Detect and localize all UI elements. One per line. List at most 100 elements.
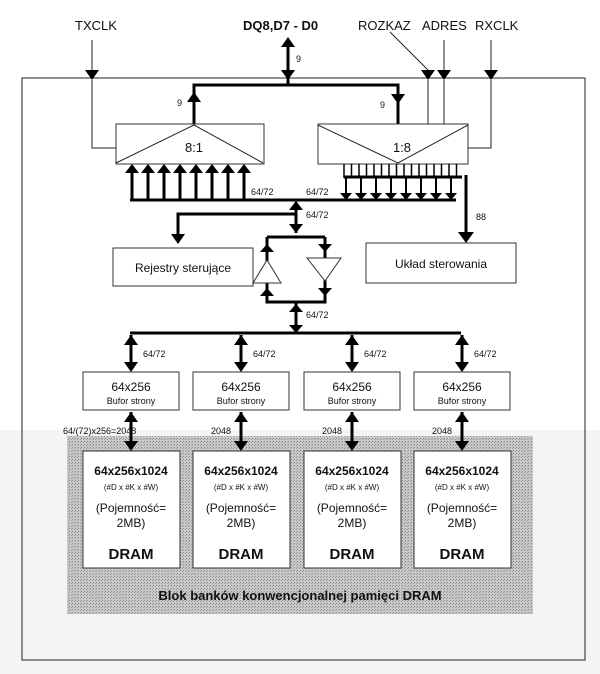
dram-capacity-value: 2MB)	[338, 516, 367, 530]
mux-8-1: 8:1	[115, 123, 265, 165]
lower-bus-label: 64/72	[306, 310, 329, 320]
demux-width-label: 9	[380, 100, 385, 110]
buffer-down-arrow-icon	[124, 362, 138, 372]
signal-txclk: TXCLK	[75, 18, 117, 33]
demux-output-arrow-icon	[385, 193, 397, 200]
demux-output-arrow-icon	[415, 193, 427, 200]
link-down-arrow-icon	[124, 441, 138, 451]
demux-output-arrow-icon	[355, 193, 367, 200]
buffer-up-arrow-icon	[124, 335, 138, 345]
registers-bus	[176, 212, 296, 240]
page-buffer-size: 64x256	[221, 380, 261, 394]
buffer-up-arrow-icon	[455, 335, 469, 345]
link-up-arrow-icon	[455, 412, 469, 422]
mux-input-lines	[125, 164, 251, 200]
mux-input-arrow-icon	[237, 164, 251, 173]
buffer-up-arrow-icon	[234, 335, 248, 345]
dram-organization: 64x256x1024	[94, 464, 168, 478]
mux-input-arrow-icon	[205, 164, 219, 173]
txclk-wire	[91, 80, 116, 149]
lower-bus-down-arrow-icon	[289, 325, 303, 333]
page-buffer-name: Bufor strony	[328, 396, 377, 406]
tx-arrow-bottom-icon	[260, 288, 274, 296]
link-up-arrow-icon	[345, 412, 359, 422]
link-down-arrow-icon	[455, 441, 469, 451]
tx-arrow-top-icon	[260, 244, 274, 252]
demux-in-arrow-icon	[391, 94, 405, 104]
page-buffer	[303, 371, 401, 411]
registers-arrow-icon	[171, 234, 185, 244]
demux-output-lines	[340, 164, 462, 200]
controller-label: Układ sterowania	[395, 257, 487, 271]
buffer-down-arrow-icon	[345, 362, 359, 372]
control-arrow-icon	[458, 232, 474, 243]
link-width-label: 2048	[322, 426, 342, 436]
link-width-label: 2048	[211, 426, 231, 436]
mux-width-label: 9	[177, 98, 182, 108]
mux-input-arrow-icon	[125, 164, 139, 173]
dram-capacity-label: (Pojemność=	[427, 501, 497, 515]
dq-up-arrow-icon	[281, 37, 295, 47]
buffer-down-arrow-icon	[455, 362, 469, 372]
demux-output-arrow-icon	[445, 193, 457, 200]
page-buffer-size: 64x256	[332, 380, 372, 394]
page-buffer	[192, 371, 290, 411]
link-width-label: 2048	[432, 426, 452, 436]
control-width-label: 88	[476, 212, 486, 222]
dram-dimensions: (#D x #K x #W)	[435, 483, 490, 492]
registers-block	[112, 247, 254, 287]
mux-input-arrow-icon	[157, 164, 171, 173]
link-up-arrow-icon	[234, 412, 248, 422]
mux-input-arrow-icon	[221, 164, 235, 173]
mux-input-arrow-icon	[141, 164, 155, 173]
page-buffer	[82, 371, 180, 411]
buffer-down-arrow-icon	[234, 362, 248, 372]
signal-rozkaz: ROZKAZ	[358, 18, 411, 33]
link-down-arrow-icon	[345, 441, 359, 451]
rx-arrow-top-icon	[318, 244, 332, 252]
dram-bank	[192, 450, 291, 569]
link-width-label: 64/(72)x256=2048	[63, 426, 136, 436]
registers-label: Rejestry sterujące	[135, 261, 231, 275]
page-buffer-name: Bufor strony	[438, 396, 487, 406]
demux-output-arrow-icon	[340, 193, 352, 200]
demux-output-arrow-icon	[400, 193, 412, 200]
buffer-bus-label: 64/72	[364, 349, 387, 359]
rozkaz-line	[389, 31, 429, 71]
bus-down-arrow-icon	[289, 224, 303, 233]
link-up-arrow-icon	[124, 412, 138, 422]
dram-capacity-label: (Pojemność=	[96, 501, 166, 515]
dram-capacity-value: 2MB)	[227, 516, 256, 530]
mux-label: 8:1	[185, 140, 203, 155]
dram-dimensions: (#D x #K x #W)	[104, 483, 159, 492]
dq-width-label: 9	[296, 54, 301, 64]
controller-block	[365, 242, 517, 284]
rxclk-arrow-icon	[484, 70, 498, 80]
page-buffer-name: Bufor strony	[107, 396, 156, 406]
page-buffer	[413, 371, 511, 411]
page-buffer-size: 64x256	[442, 380, 482, 394]
dram-capacity-label: (Pojemność=	[317, 501, 387, 515]
dram-bank	[413, 450, 512, 569]
mux-input-arrow-icon	[173, 164, 187, 173]
txclk-arrow-icon	[85, 70, 99, 80]
dram-type: DRAM	[109, 546, 154, 563]
demux-label: 1:8	[393, 140, 411, 155]
bidirectional-transceiver	[252, 235, 342, 304]
dq-down-arrow-icon	[281, 70, 295, 80]
link-down-arrow-icon	[234, 441, 248, 451]
bus-up-arrow-icon	[289, 201, 303, 210]
dram-type: DRAM	[330, 546, 375, 563]
adres-arrow-icon	[437, 70, 451, 80]
dram-bank	[303, 450, 402, 569]
dram-capacity-label: (Pojemność=	[206, 501, 276, 515]
mux-input-arrow-icon	[189, 164, 203, 173]
signal-rxclk: RXCLK	[475, 18, 519, 33]
dram-capacity-value: 2MB)	[117, 516, 146, 530]
demux-output-arrow-icon	[370, 193, 382, 200]
buffer-up-arrow-icon	[345, 335, 359, 345]
lower-bus-up-arrow-icon	[289, 304, 303, 312]
